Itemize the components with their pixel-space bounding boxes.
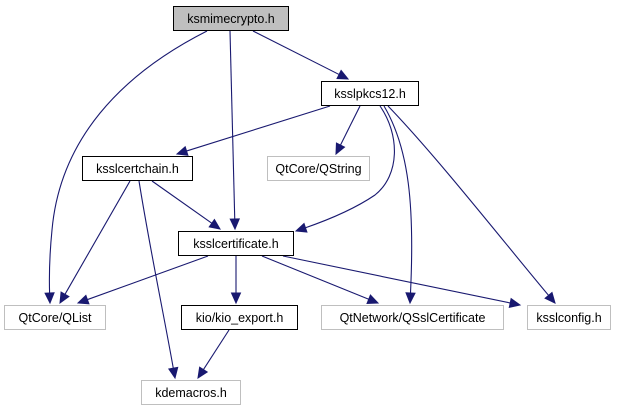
edge-kio_export-to-kdemacros-arrowhead [197,366,209,380]
node-label: ksslconfig.h [536,310,602,325]
node-ksslpkcs12[interactable]: ksslpkcs12.h [321,81,419,106]
node-label: kio/kio_export.h [195,310,284,325]
node-kio-export[interactable]: kio/kio_export.h [181,305,298,330]
edge-ksslpkcs12-to-qsslcertificate [383,105,413,304]
edge-ksslcertificate-to-qlist [77,255,209,304]
node-label: ksslcertificate.h [193,236,279,251]
node-label: QtCore/QList [18,310,92,325]
edge-ksslpkcs12-to-ksslconfig [387,105,556,304]
edge-ksmimecrypto-to-ksslcertificate-arrowhead [229,218,241,231]
node-label: ksslcertchain.h [96,161,179,176]
edge-ksmimecrypto-to-qlist-arrowhead [44,292,55,305]
edge-ksslpkcs12-to-ksslcertificate [295,105,395,232]
edge-ksslcertchain-to-kdemacros [138,180,176,379]
edge-ksslcertchain-to-ksslcertificate [151,180,221,230]
edge-ksslcertchain-to-qlist-arrowhead [59,291,70,305]
node-qtnetwork-qsslcertificate: QtNetwork/QSslCertificate [321,305,504,330]
edge-ksslpkcs12-to-qsslcertificate-arrowhead [405,292,416,305]
edge-ksslcertificate-to-qsslcertificate-arrowhead [366,294,380,304]
node-ksslcertchain[interactable]: ksslcertchain.h [82,156,193,181]
edge-ksslpkcs12-to-qstring-arrowhead [335,142,346,156]
node-kdemacros: kdemacros.h [141,380,241,405]
node-label: ksslpkcs12.h [334,86,406,101]
edge-ksslcertificate-to-kio_export-arrowhead [230,292,242,305]
edge-ksslcertchain-to-ksslcertificate-arrowhead [208,218,221,230]
node-label: kdemacros.h [155,385,227,400]
node-label: QtNetwork/QSslCertificate [339,310,486,325]
edge-ksslcertificate-to-ksslconfig [282,255,521,306]
edge-ksslpkcs12-to-ksslcertchain [176,105,331,155]
edge-ksslpkcs12-to-ksslconfig-arrowhead [544,291,556,304]
node-label: QtCore/QString [275,161,362,176]
edge-ksslcertificate-to-ksslconfig-arrowhead [508,297,522,309]
node-ksslcertificate[interactable]: ksslcertificate.h [178,231,294,256]
edge-ksslpkcs12-to-ksslcertchain-arrowhead [175,145,189,156]
edge-ksmimecrypto-to-ksslpkcs12 [252,30,349,80]
edge-ksslcertificate-to-qsslcertificate [261,255,379,304]
node-ksslconfig: ksslconfig.h [527,305,611,330]
node-label: ksmimecrypto.h [187,11,275,26]
edge-ksmimecrypto-to-ksslpkcs12-arrowhead [336,69,350,80]
edge-ksslcertificate-to-qlist-arrowhead [76,294,90,305]
edge-ksmimecrypto-to-qlist [48,30,208,304]
edge-ksslcertchain-to-qlist [59,180,131,304]
edge-ksmimecrypto-to-ksslcertificate [229,30,236,230]
node-qtcore-qstring: QtCore/QString [267,156,370,181]
node-ksmimecrypto[interactable]: ksmimecrypto.h [173,6,289,31]
node-qtcore-qlist: QtCore/QList [4,305,106,330]
edge-ksslpkcs12-to-qstring [335,105,361,155]
edge-ksslcertchain-to-kdemacros-arrowhead [167,366,179,380]
edge-ksslpkcs12-to-ksslcertificate-arrowhead [294,222,308,233]
